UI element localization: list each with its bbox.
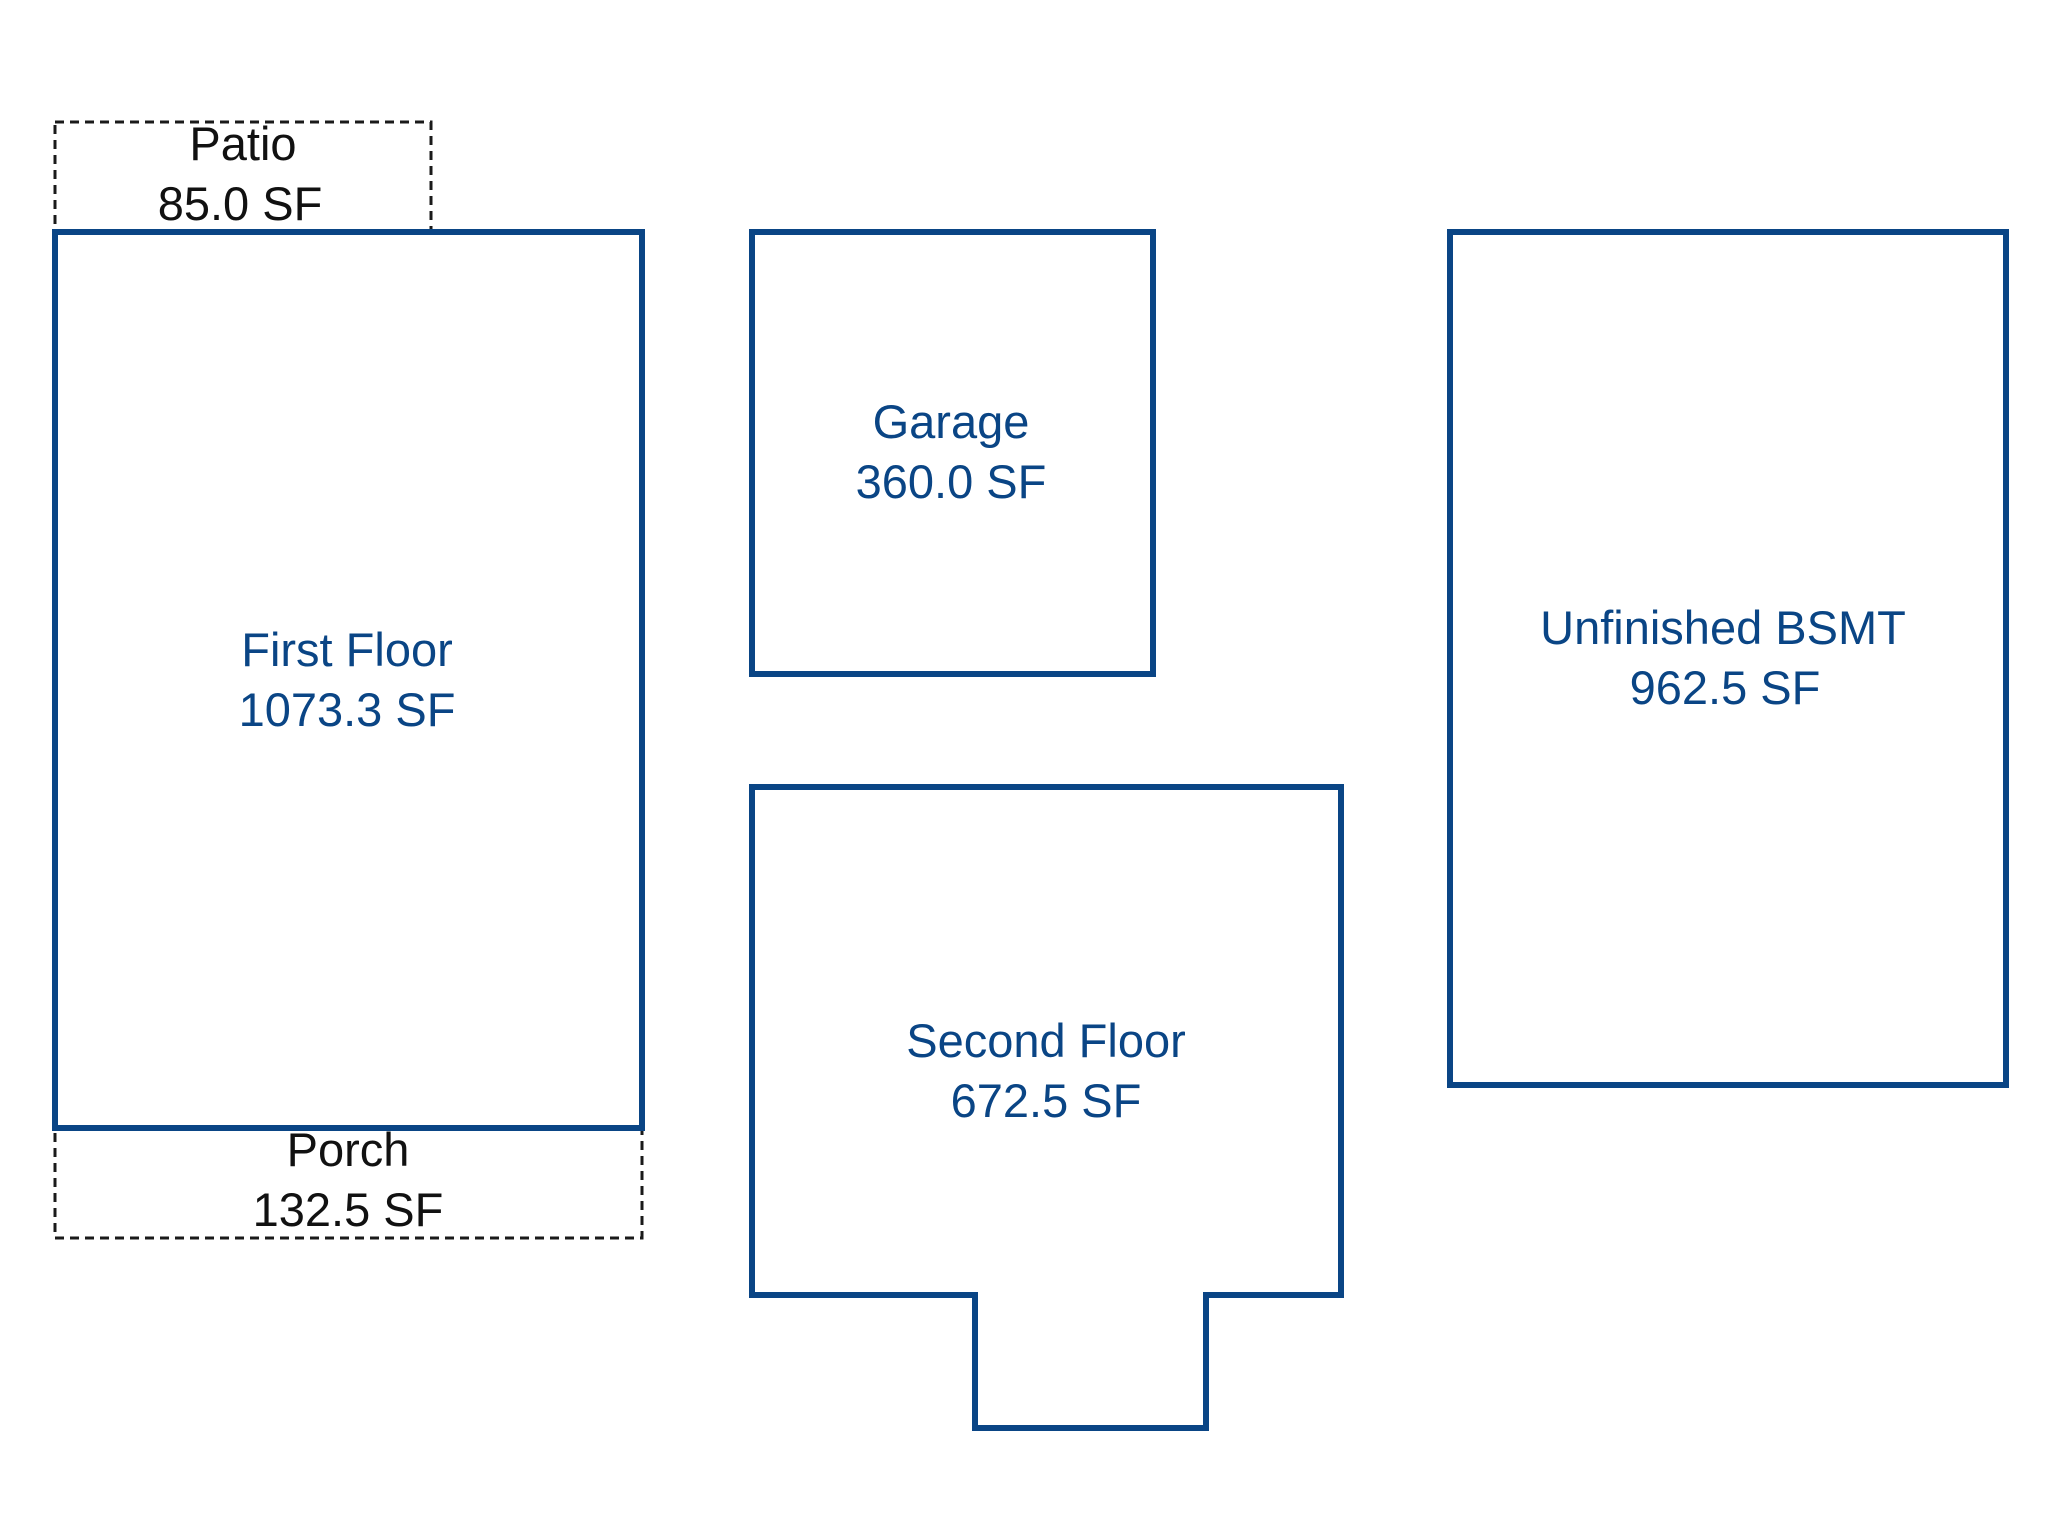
garage-outline <box>749 229 1156 677</box>
first-floor-area-label: 1073.3 SF <box>239 683 456 736</box>
basement-name-label: Unfinished BSMT <box>1540 601 1906 654</box>
basement-area-label: 962.5 SF <box>1630 661 1821 714</box>
room-unfinished-basement: Unfinished BSMT 962.5 SF <box>1447 229 2009 1088</box>
room-porch: Porch 132.5 SF <box>53 1123 644 1240</box>
porch-name-label: Porch <box>287 1123 410 1176</box>
second-floor-area-label: 672.5 SF <box>951 1074 1142 1127</box>
room-second-floor: Second Floor 672.5 SF <box>749 784 1344 1431</box>
garage-name-label: Garage <box>873 395 1030 448</box>
room-garage: Garage 360.0 SF <box>749 229 1156 677</box>
patio-area-label: 85.0 SF <box>158 177 323 230</box>
second-floor-outline <box>749 784 1344 1431</box>
room-patio: Patio 85.0 SF <box>53 117 433 234</box>
room-first-floor: First Floor 1073.3 SF <box>52 229 645 1131</box>
second-floor-name-label: Second Floor <box>906 1014 1186 1067</box>
garage-area-label: 360.0 SF <box>856 455 1047 508</box>
patio-outline <box>53 120 433 234</box>
porch-area-label: 132.5 SF <box>253 1183 444 1236</box>
first-floor-outline <box>52 229 645 1131</box>
basement-outline <box>1447 229 2009 1088</box>
patio-name-label: Patio <box>189 117 296 170</box>
first-floor-name-label: First Floor <box>241 623 453 676</box>
